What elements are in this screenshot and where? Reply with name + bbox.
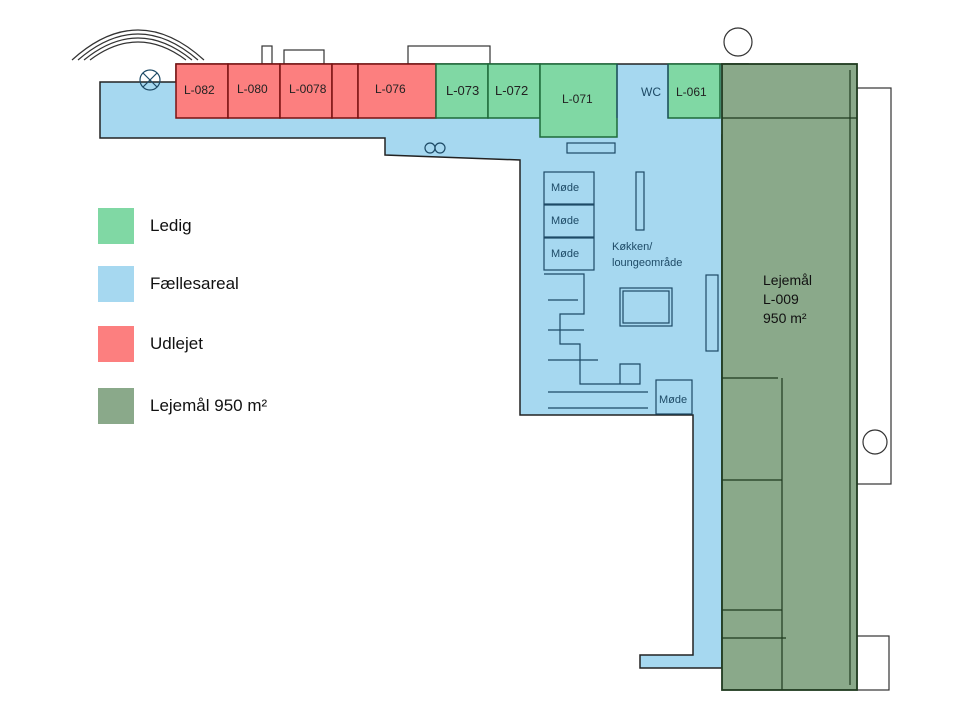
legend-item-lease: Lejemål 950 m²: [98, 388, 267, 424]
legend-item-common: Fællesareal: [98, 266, 239, 302]
meeting-room-label: Møde: [551, 248, 579, 260]
legend-item-rented: Udlejet: [98, 326, 203, 362]
room-small: [331, 63, 359, 119]
room-l071: [539, 63, 618, 138]
legend-label: Fællesareal: [150, 274, 239, 293]
room-l061: [667, 63, 721, 119]
room-l076: [357, 63, 437, 119]
legend-item-vacant: Ledig: [98, 208, 192, 244]
room-label: L-082: [184, 83, 215, 97]
rented-rooms: [175, 63, 437, 119]
lease-label: L-009: [763, 291, 799, 307]
room-label: WC: [641, 85, 661, 99]
room-label: L-073: [446, 83, 479, 98]
common-details: [139, 64, 719, 415]
room-l073: [435, 63, 489, 119]
room-label: L-061: [676, 85, 707, 99]
legend-swatch: [98, 266, 134, 302]
legend-label: Ledig: [150, 216, 192, 235]
vacant-rooms: [435, 63, 721, 138]
room-label: L-080: [237, 82, 268, 96]
legend-swatch: [98, 388, 134, 424]
lease-label: Lejemål: [763, 272, 812, 288]
lease-area-l009: [721, 63, 858, 691]
meeting-room-label: Møde: [659, 394, 687, 406]
legend-label: Lejemål 950 m²: [150, 396, 268, 415]
kitchen-label: Køkken/: [612, 241, 653, 253]
room-l0078: [279, 63, 333, 119]
legend-label: Udlejet: [150, 334, 203, 353]
room-l072: [487, 63, 541, 119]
kitchen-label: loungeområde: [612, 257, 682, 269]
room-l080: [227, 63, 281, 119]
room-label: L-072: [495, 83, 528, 98]
legend-swatch: [98, 208, 134, 244]
meeting-room-label: Møde: [551, 182, 579, 194]
common-area: [99, 63, 749, 669]
room-label: L-0078: [289, 82, 327, 96]
room-label: L-071: [562, 92, 593, 106]
meeting-room-label: Møde: [551, 215, 579, 227]
legend-swatch: [98, 326, 134, 362]
lease-label: 950 m²: [763, 310, 807, 326]
lease-interior-walls: [722, 70, 857, 690]
room-label: L-076: [375, 82, 406, 96]
